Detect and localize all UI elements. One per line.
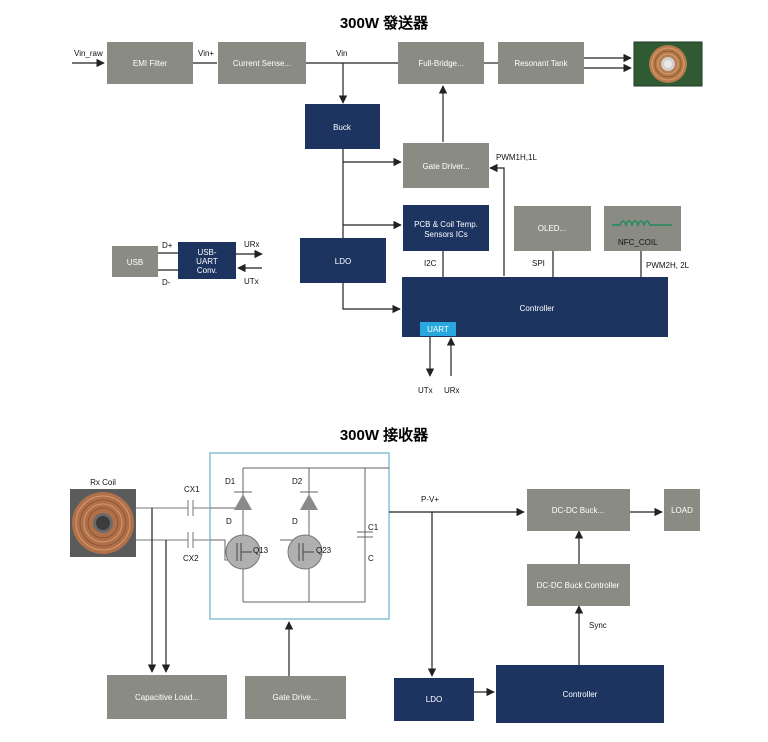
usb-uart-converter-block: USB- UART Conv.: [178, 242, 236, 279]
svg-text:Gate Drive...: Gate Drive...: [273, 693, 318, 702]
svg-text:LDO: LDO: [426, 695, 442, 704]
transmitter-title: 300W 發送器: [340, 14, 429, 32]
svg-text:Conv.: Conv.: [197, 266, 217, 275]
resonant-tank-block: Resonant Tank: [498, 42, 584, 84]
label-cx2: CX2: [183, 554, 199, 563]
svg-text:DC-DC Buck Controller: DC-DC Buck Controller: [537, 581, 620, 590]
diode-d1: [234, 491, 252, 510]
svg-text:Gate Driver...: Gate Driver...: [422, 162, 469, 171]
oled-block: OLED...: [514, 206, 591, 251]
svg-text:USB: USB: [127, 258, 143, 267]
nfc-coil-block: NFC_COIL: [604, 206, 681, 251]
svg-text:Controller: Controller: [563, 690, 598, 699]
tx-coil-image: [633, 41, 703, 87]
load-block: LOAD: [664, 489, 700, 531]
label-d2: D2: [292, 477, 303, 486]
svg-text:UART: UART: [427, 325, 449, 334]
svg-text:Capacitive Load...: Capacitive Load...: [135, 693, 199, 702]
ldo-block: LDO: [300, 238, 386, 283]
label-dplus: D+: [162, 241, 173, 250]
current-sense-block: Current Sense...: [218, 42, 306, 84]
label-q13: Q13: [253, 546, 269, 555]
buck-block: Buck: [305, 104, 380, 149]
svg-text:Full-Bridge...: Full-Bridge...: [418, 59, 463, 68]
label-i2c: I2C: [424, 259, 437, 268]
rx-ldo-block: LDO: [394, 678, 474, 721]
label-d-a: D: [226, 517, 232, 526]
gate-driver-block: Gate Driver...: [403, 143, 489, 188]
label-urx-side: URx: [244, 240, 260, 249]
mosfet-q23: [287, 534, 323, 570]
label-utx-side: UTx: [244, 277, 259, 286]
svg-text:EMI Filter: EMI Filter: [133, 59, 168, 68]
receiver-title: 300W 接收器: [340, 426, 429, 444]
svg-text:Controller: Controller: [520, 304, 555, 313]
label-c: C: [368, 554, 374, 563]
label-pwm1: PWM1H,1L: [496, 153, 537, 162]
uart-block: UART: [420, 322, 456, 336]
label-sync: Sync: [589, 621, 607, 630]
svg-text:Current Sense...: Current Sense...: [233, 59, 291, 68]
label-q23: Q23: [316, 546, 332, 555]
svg-text:USB-: USB-: [197, 248, 216, 257]
gate-drive-block: Gate Drive...: [245, 676, 346, 719]
svg-text:Buck: Buck: [333, 123, 352, 132]
rx-coil-image: [70, 489, 136, 557]
label-cx1: CX1: [184, 485, 200, 494]
svg-text:OLED...: OLED...: [538, 224, 566, 233]
label-vin: Vin: [336, 49, 347, 58]
rx-coil-label: Rx Coil: [90, 478, 116, 487]
rx-controller-block: Controller: [496, 665, 664, 723]
mosfet-q13: [225, 534, 261, 570]
label-pv: P-V+: [421, 495, 439, 504]
inductor-icon: [612, 220, 672, 227]
svg-text:NFC_COIL: NFC_COIL: [618, 238, 658, 247]
label-dminus: D-: [162, 278, 171, 287]
diode-d2: [300, 491, 318, 510]
label-utx-bottom: UTx: [418, 386, 433, 395]
label-c1: C1: [368, 523, 379, 532]
sensors-block: PCB & Coil Temp. Sensors ICs: [403, 205, 489, 251]
cx1-capacitor: [187, 500, 210, 516]
label-vin-raw: Vin_raw: [74, 49, 103, 58]
label-urx-bottom: URx: [444, 386, 460, 395]
emi-filter-block: EMI Filter: [107, 42, 193, 84]
wire-ldo-controller: [342, 283, 401, 314]
svg-text:PCB & Coil Temp.: PCB & Coil Temp.: [414, 220, 478, 229]
capacitive-load-block: Capacitive Load...: [107, 675, 227, 719]
label-d-b: D: [292, 517, 298, 526]
dcdc-controller-block: DC-DC Buck Controller: [527, 564, 630, 606]
svg-text:Resonant Tank: Resonant Tank: [514, 59, 568, 68]
svg-text:Sensors ICs: Sensors ICs: [424, 230, 468, 239]
svg-text:DC-DC Buck...: DC-DC Buck...: [552, 506, 604, 515]
label-d1: D1: [225, 477, 236, 486]
cx2-capacitor: [187, 532, 210, 548]
label-pwm2: PWM2H, 2L: [646, 261, 690, 270]
svg-text:LOAD: LOAD: [671, 506, 693, 515]
dcdc-buck-block: DC-DC Buck...: [527, 489, 630, 531]
usb-block: USB: [112, 246, 158, 277]
label-vin-plus: Vin+: [198, 49, 214, 58]
svg-text:UART: UART: [196, 257, 218, 266]
wire-pwm1: [489, 163, 505, 276]
svg-text:LDO: LDO: [335, 257, 351, 266]
label-spi: SPI: [532, 259, 545, 268]
full-bridge-block: Full-Bridge...: [398, 42, 484, 84]
